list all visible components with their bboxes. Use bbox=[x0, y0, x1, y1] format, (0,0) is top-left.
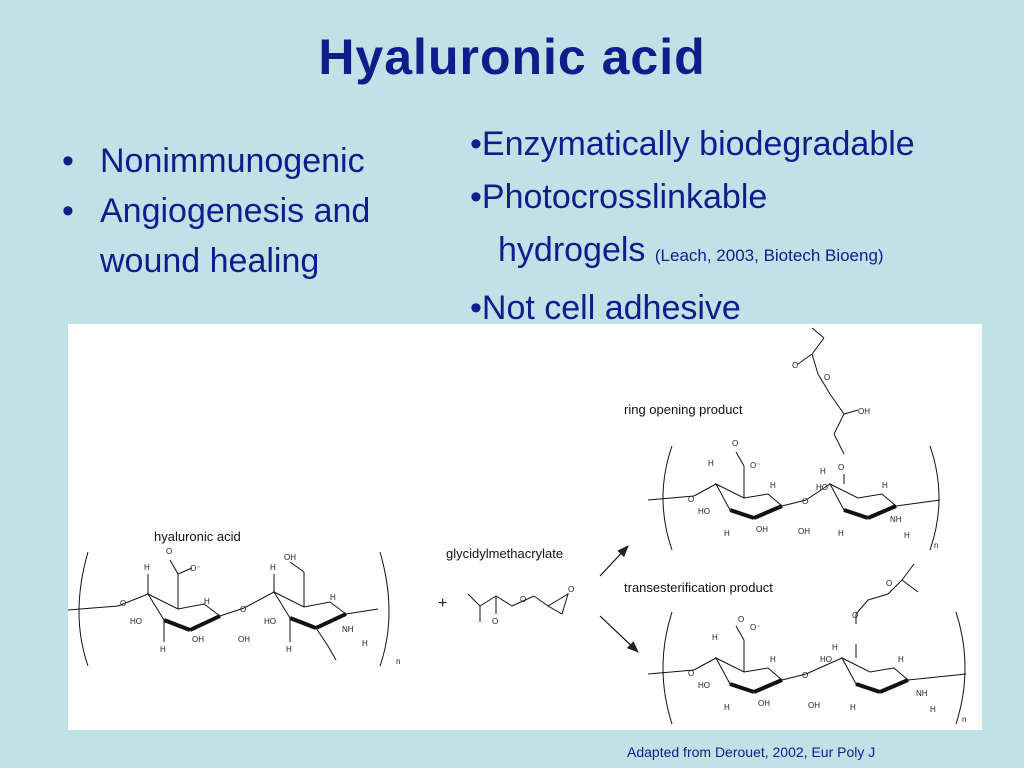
svg-text:OH: OH bbox=[284, 553, 296, 562]
ring-opening-atom-labels: O O⁻ H O HO H OH H O OH H HO O H H NH H … bbox=[688, 361, 938, 550]
transesterification-atom-labels: O O⁻ H O HO H OH H O OH H HO H O H NH H … bbox=[688, 579, 966, 724]
svg-text:NH: NH bbox=[890, 515, 902, 524]
arrow-to-transesterification bbox=[599, 615, 639, 653]
plus-sign: + bbox=[438, 595, 447, 612]
svg-text:OH: OH bbox=[238, 635, 250, 644]
svg-text:H: H bbox=[898, 655, 904, 664]
svg-text:OH: OH bbox=[798, 527, 810, 536]
glycidylmethacrylate-structure bbox=[467, 592, 569, 622]
label-transesterification-product: transesterification product bbox=[624, 580, 773, 595]
gma-atom-labels: O O O bbox=[492, 585, 574, 626]
bullet-text: Angiogenesis and wound healing bbox=[100, 192, 371, 280]
svg-text:H: H bbox=[930, 705, 936, 714]
hydrogels-text: hydrogels bbox=[498, 231, 646, 269]
svg-text:NH: NH bbox=[916, 689, 928, 698]
bullet-biodegradable: •Enzymatically biodegradable bbox=[470, 125, 915, 163]
arrow-to-ring-opening bbox=[599, 545, 629, 577]
svg-text:H: H bbox=[724, 703, 730, 712]
svg-text:H: H bbox=[712, 633, 718, 642]
bullet-angiogenesis: • Angiogenesis and wound healing bbox=[58, 186, 438, 286]
svg-text:H: H bbox=[770, 481, 776, 490]
svg-text:HO: HO bbox=[816, 483, 828, 492]
svg-text:H: H bbox=[850, 703, 856, 712]
hyaluronic-acid-structure bbox=[68, 551, 390, 667]
svg-text:O: O bbox=[732, 439, 738, 448]
svg-text:H: H bbox=[270, 563, 276, 572]
svg-text:O: O bbox=[120, 599, 126, 608]
svg-text:O: O bbox=[688, 495, 694, 504]
svg-text:HO: HO bbox=[820, 655, 832, 664]
transesterification-product-structure bbox=[647, 563, 967, 725]
svg-text:H: H bbox=[204, 597, 210, 606]
right-bullet-list: •Enzymatically biodegradable •Photocross… bbox=[470, 118, 1020, 335]
svg-text:H: H bbox=[904, 531, 910, 540]
svg-text:OH: OH bbox=[756, 525, 768, 534]
bullet-nonimmunogenic: • Nonimmunogenic bbox=[58, 136, 438, 186]
bullet-text: Nonimmunogenic bbox=[100, 142, 365, 180]
svg-text:H: H bbox=[286, 645, 292, 654]
svg-text:HO: HO bbox=[698, 681, 710, 690]
svg-text:O⁻: O⁻ bbox=[750, 461, 760, 470]
hyaluronic-atom-labels: O O⁻ H O HO H OH H O OH OH H HO H H NH H… bbox=[120, 547, 400, 666]
svg-text:O: O bbox=[568, 585, 574, 594]
reaction-scheme-drawing: O O⁻ H O HO H OH H O OH OH H HO H H NH H… bbox=[68, 327, 967, 725]
bullet-dot: • bbox=[62, 192, 74, 230]
svg-text:H: H bbox=[160, 645, 166, 654]
bullet-not-cell-adhesive: •Not cell adhesive bbox=[470, 289, 741, 327]
svg-text:H: H bbox=[820, 467, 826, 476]
citation-leach: (Leach, 2003, Biotech Bioeng) bbox=[654, 246, 884, 265]
svg-text:O⁻: O⁻ bbox=[190, 564, 200, 573]
svg-text:HO: HO bbox=[264, 617, 276, 626]
label-ring-opening-product: ring opening product bbox=[624, 402, 743, 417]
svg-text:O: O bbox=[838, 463, 844, 472]
svg-text:O: O bbox=[166, 547, 172, 556]
svg-text:OH: OH bbox=[858, 407, 870, 416]
svg-text:O: O bbox=[802, 671, 808, 680]
svg-text:HO: HO bbox=[130, 617, 142, 626]
svg-text:H: H bbox=[838, 529, 844, 538]
svg-text:OH: OH bbox=[758, 699, 770, 708]
svg-text:O: O bbox=[824, 373, 830, 382]
svg-text:O⁻: O⁻ bbox=[750, 623, 760, 632]
bullet-dot: • bbox=[62, 142, 74, 180]
svg-text:H: H bbox=[362, 639, 368, 648]
left-bullet-list: • Nonimmunogenic • Angiogenesis and woun… bbox=[58, 136, 438, 286]
figure-credit: Adapted from Derouet, 2002, Eur Poly J bbox=[627, 744, 876, 760]
svg-text:HO: HO bbox=[698, 507, 710, 516]
svg-text:O: O bbox=[886, 579, 892, 588]
slide-title: Hyaluronic acid bbox=[318, 29, 706, 85]
svg-text:n: n bbox=[934, 541, 938, 550]
reaction-scheme-figure: O O⁻ H O HO H OH H O OH OH H HO H H NH H… bbox=[68, 324, 982, 730]
svg-text:H: H bbox=[708, 459, 714, 468]
svg-text:O: O bbox=[520, 595, 526, 604]
label-glycidylmethacrylate: glycidylmethacrylate bbox=[446, 546, 564, 561]
svg-text:O: O bbox=[492, 617, 498, 626]
svg-text:O: O bbox=[852, 611, 858, 620]
svg-text:O: O bbox=[688, 669, 694, 678]
svg-text:n: n bbox=[396, 657, 400, 666]
label-hyaluronic-acid: hyaluronic acid bbox=[154, 529, 241, 544]
svg-text:O: O bbox=[738, 615, 744, 624]
bullet-photocrosslinkable: •Photocrosslinkable bbox=[470, 178, 768, 216]
svg-text:H: H bbox=[144, 563, 150, 572]
svg-text:H: H bbox=[882, 481, 888, 490]
svg-text:H: H bbox=[770, 655, 776, 664]
svg-text:O: O bbox=[240, 605, 246, 614]
svg-text:n: n bbox=[962, 715, 966, 724]
svg-text:H: H bbox=[832, 643, 838, 652]
svg-text:NH: NH bbox=[342, 625, 354, 634]
bullet-hydrogels: hydrogels (Leach, 2003, Biotech Bioeng) bbox=[470, 224, 1020, 282]
svg-text:O: O bbox=[792, 361, 798, 370]
svg-text:H: H bbox=[330, 593, 336, 602]
svg-text:O: O bbox=[802, 497, 808, 506]
svg-text:OH: OH bbox=[808, 701, 820, 710]
ring-opening-product-structure bbox=[647, 327, 941, 551]
svg-text:OH: OH bbox=[192, 635, 204, 644]
svg-text:H: H bbox=[724, 529, 730, 538]
